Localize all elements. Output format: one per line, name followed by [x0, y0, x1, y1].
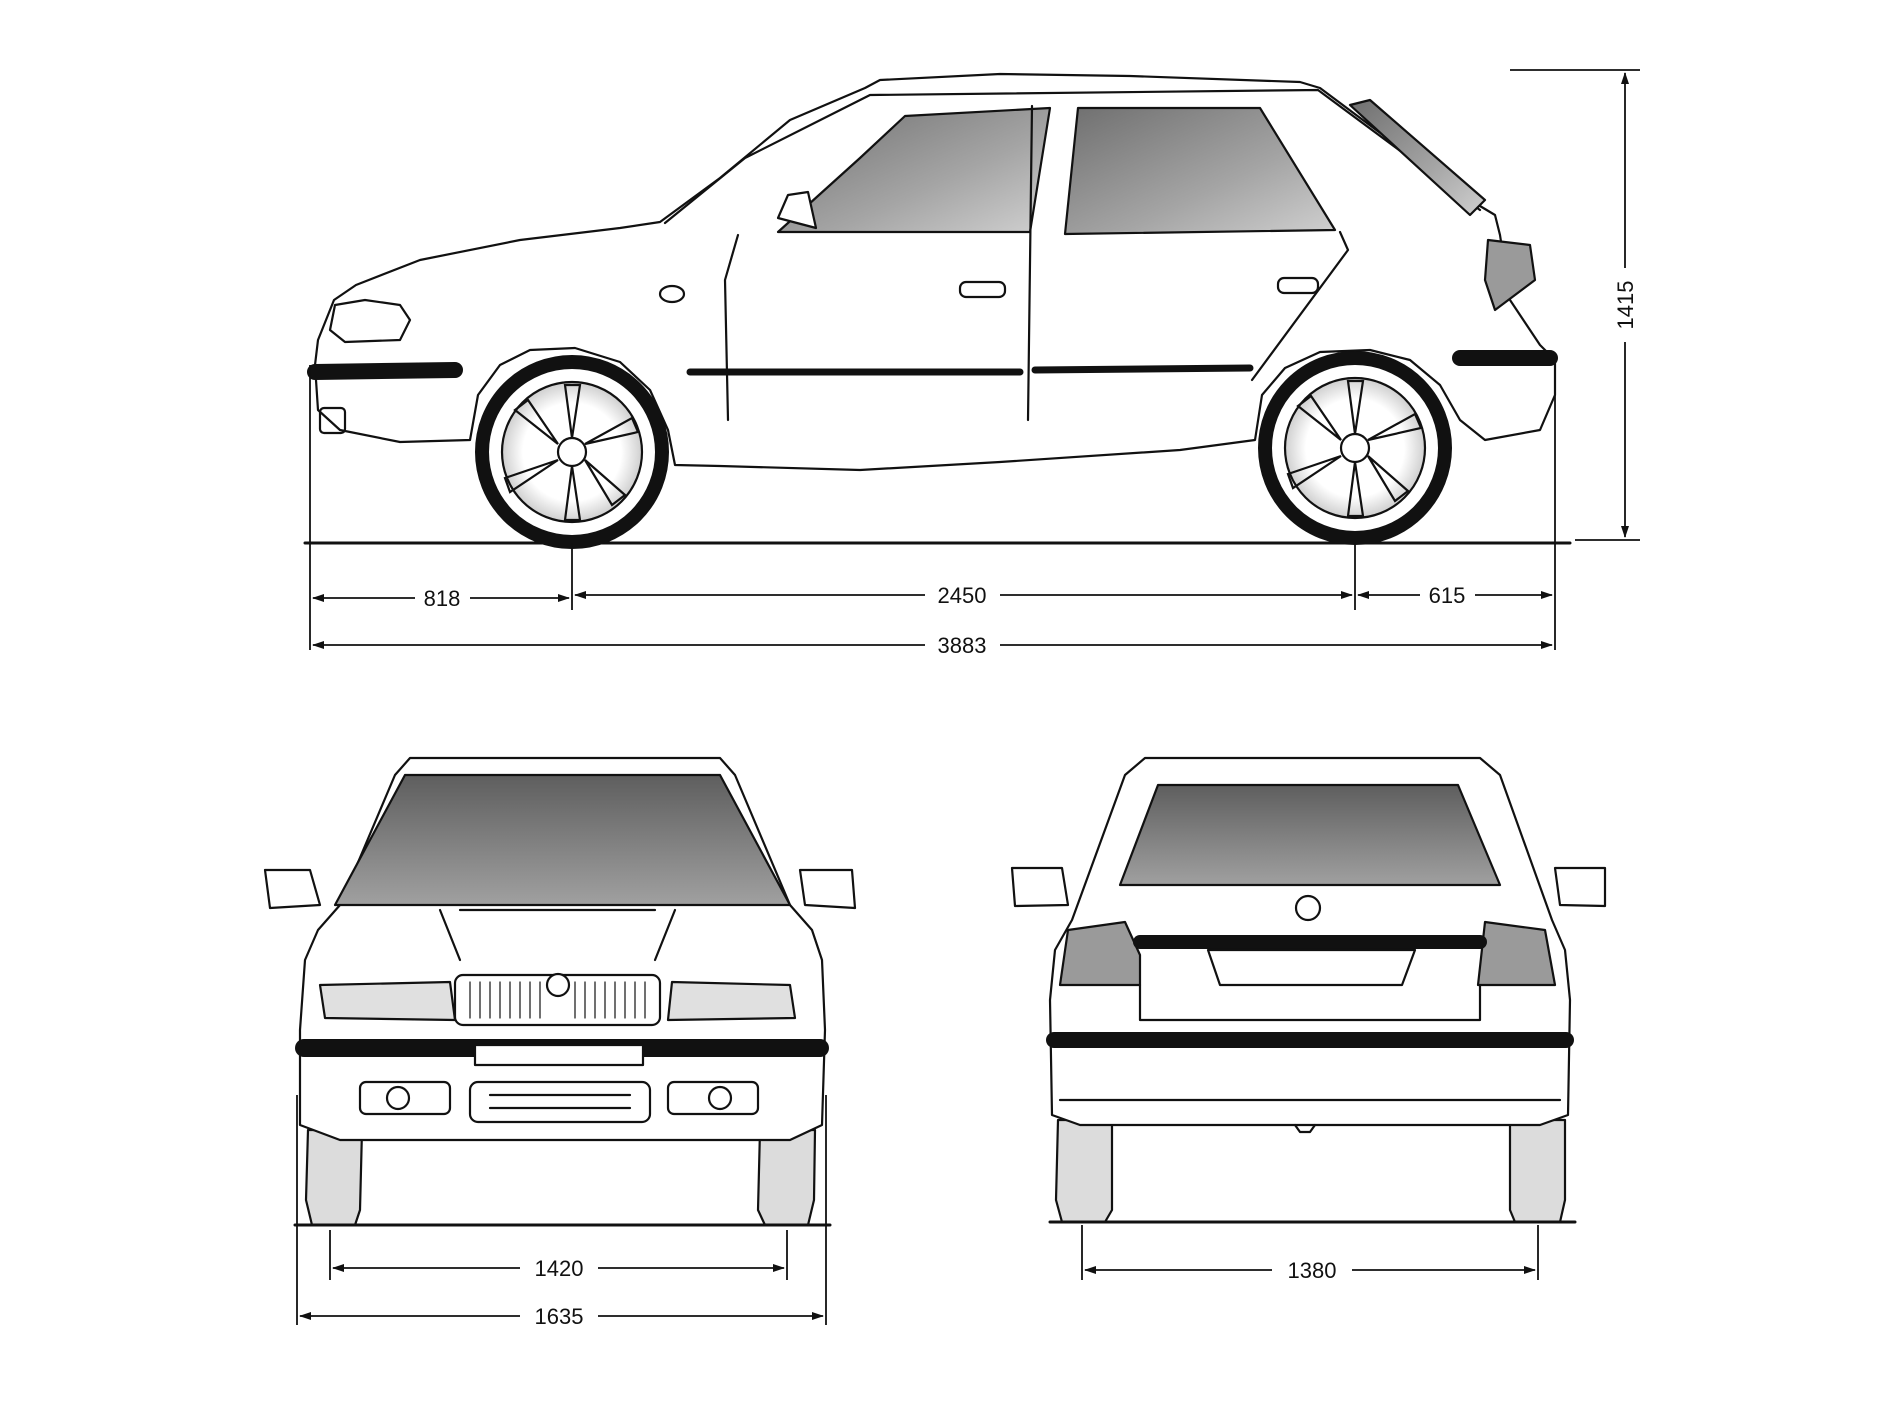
dim-overall-height: 1415	[1613, 72, 1638, 538]
front-mirror-right	[798, 868, 857, 910]
dim-overall-length: 3883	[312, 633, 1553, 658]
rear-window	[1118, 783, 1502, 887]
rear-badge	[1294, 894, 1322, 922]
dim-front-track: 1420	[332, 1256, 785, 1281]
front-mirror-left	[263, 868, 322, 910]
side-front-bumper	[307, 362, 463, 380]
rear-plate-recess	[1206, 948, 1417, 987]
side-door-handle-front	[958, 280, 1007, 299]
front-windshield	[333, 773, 792, 907]
dim-front-overhang: 818	[312, 586, 570, 611]
side-headlight	[328, 298, 412, 344]
side-door-line-rear	[1250, 230, 1350, 382]
dim-rear-overhang-label: 615	[1429, 583, 1466, 608]
side-taillight	[1483, 238, 1537, 312]
rear-taillight-right	[1476, 920, 1557, 987]
side-mirror	[776, 190, 818, 230]
side-view	[303, 72, 1572, 545]
front-headlight-left	[318, 980, 457, 1022]
dim-wheelbase-label: 2450	[938, 583, 987, 608]
front-right-tire	[756, 1128, 817, 1227]
side-door-handle-rear	[1276, 276, 1320, 295]
dim-rear-track: 1380	[1084, 1258, 1536, 1283]
side-door-line-front	[723, 233, 740, 422]
dim-rear-track-label: 1380	[1288, 1258, 1337, 1283]
front-lower-intake	[468, 1080, 652, 1124]
side-quarter-window	[1348, 98, 1487, 217]
dim-overall-height-label: 1415	[1613, 281, 1638, 330]
dim-overall-width-label: 1635	[535, 1304, 584, 1329]
rear-dimensions	[1081, 1225, 1539, 1280]
front-view	[263, 756, 857, 1227]
dim-overall-width: 1635	[299, 1304, 824, 1329]
side-rubbing-strip-2	[1031, 364, 1254, 374]
front-hood-crease-left	[438, 908, 462, 962]
dim-rear-overhang: 615	[1357, 583, 1553, 608]
front-foglight-right	[666, 1080, 760, 1116]
rear-mirror-left	[1010, 866, 1070, 908]
front-wheel	[475, 355, 669, 549]
dim-overall-length-label: 3883	[938, 633, 987, 658]
side-dimensions	[309, 69, 1640, 650]
rear-wheel-spokes	[1286, 379, 1423, 518]
side-front-window	[776, 106, 1052, 234]
rear-taillight-left	[1058, 920, 1142, 987]
dim-wheelbase: 2450	[574, 583, 1353, 608]
front-wheel-spokes	[503, 383, 640, 522]
side-rear-window	[1063, 106, 1337, 236]
front-badge	[545, 972, 571, 998]
front-hood-crease-right	[653, 908, 677, 962]
front-foglight-left	[358, 1080, 452, 1116]
front-plate	[473, 1043, 645, 1067]
rear-mirror-right	[1553, 866, 1607, 908]
rear-view	[1010, 756, 1607, 1224]
side-foglight	[318, 406, 347, 435]
rear-exhaust	[1293, 1123, 1317, 1134]
rear-left-tire	[1054, 1118, 1114, 1224]
side-fuel-cap	[658, 284, 686, 304]
front-grille-bars	[469, 981, 646, 1019]
front-dimensions	[296, 1095, 827, 1325]
rear-right-tire	[1508, 1118, 1567, 1224]
rear-wheel	[1258, 351, 1452, 545]
front-left-tire	[304, 1128, 364, 1227]
dim-front-track-label: 1420	[535, 1256, 584, 1281]
dim-front-overhang-label: 818	[424, 586, 461, 611]
side-door-line-b	[1026, 104, 1034, 422]
front-headlight-right	[666, 980, 797, 1022]
side-roof-line	[663, 88, 1482, 225]
